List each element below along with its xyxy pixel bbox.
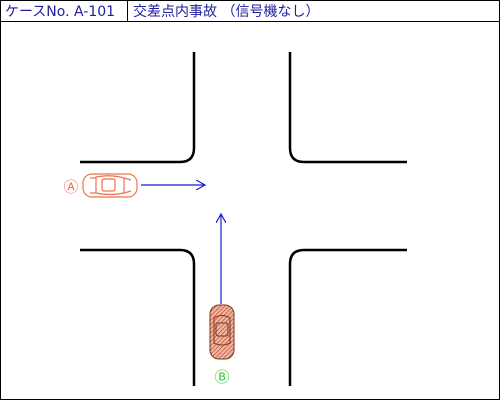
vehicle-a xyxy=(82,173,138,198)
intersection-diagram: Ⓐ Ⓑ xyxy=(63,52,407,386)
header-bar: ケースNo. A-101 交差点内事故 （信号機なし） xyxy=(1,1,499,22)
road-corner-top-left xyxy=(80,52,196,164)
vehicle-b xyxy=(209,304,235,360)
case-number: ケースNo. A-101 xyxy=(1,1,128,21)
vehicle-b-marker: Ⓑ xyxy=(214,368,229,386)
road-corner-bottom-left xyxy=(80,248,196,386)
road-corner-top-right xyxy=(288,52,407,164)
vehicle-a-marker: Ⓐ xyxy=(63,178,78,196)
road-corner-bottom-right xyxy=(288,248,407,386)
diagram-title: 交差点内事故 （信号機なし） xyxy=(133,4,320,20)
